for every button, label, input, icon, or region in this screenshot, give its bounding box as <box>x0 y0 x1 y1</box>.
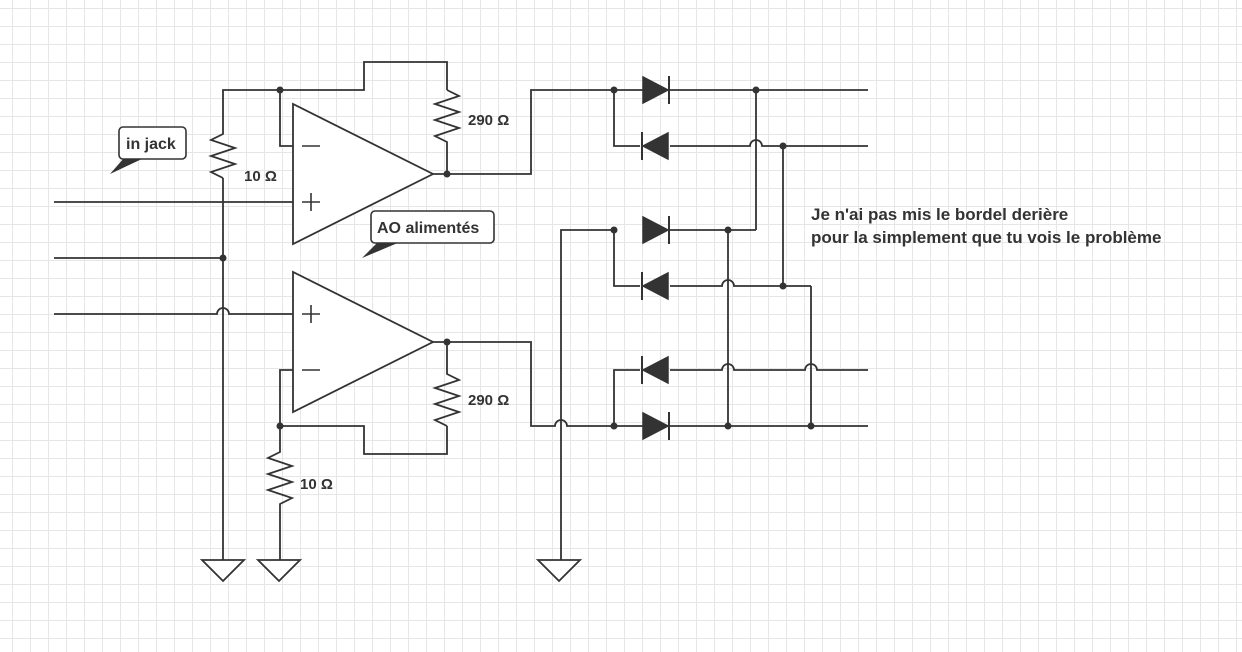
callout-ao-alimentes-text: AO alimentés <box>377 220 479 237</box>
left-ground-rail <box>199 202 247 583</box>
resistor-290-ohm-bottom <box>432 342 462 427</box>
annotation-line-1: Je n'ai pas mis le bordel derière <box>811 205 1069 224</box>
diode-5 <box>641 355 669 385</box>
resistor-10-ohm-top <box>208 89 280 179</box>
diode-2 <box>641 131 669 161</box>
label-290-ohm-top: 290 Ω <box>468 112 509 129</box>
top-opamp-stage <box>208 61 670 246</box>
ground-symbol-left <box>199 559 247 583</box>
annotation-note: Je n'ai pas mis le bordel derière pour l… <box>811 203 1161 249</box>
diode-6 <box>642 411 670 441</box>
bottom-opamp-stage <box>255 270 670 583</box>
diode-network <box>610 75 868 441</box>
label-10-ohm-bottom: 10 Ω <box>300 476 333 493</box>
callout-in-jack[interactable]: in jack <box>110 126 187 174</box>
opamp-bottom <box>292 270 436 414</box>
right-ground-rail <box>535 229 614 583</box>
input-wires <box>54 201 293 315</box>
diode-3 <box>642 215 670 245</box>
callout-in-jack-text: in jack <box>126 136 176 153</box>
output-bus <box>724 86 815 430</box>
ground-symbol-middle <box>255 559 303 583</box>
resistor-290-ohm-top <box>432 89 462 174</box>
ground-symbol-right <box>535 559 583 583</box>
label-10-ohm-top: 10 Ω <box>244 168 277 185</box>
resistor-10-ohm-bottom <box>265 426 295 560</box>
annotation-line-2: pour la simplement que tu vois le problè… <box>811 228 1162 247</box>
diode-4 <box>641 271 669 301</box>
opamp-top <box>292 102 436 246</box>
callout-ao-alimentes[interactable]: AO alimentés <box>362 210 495 258</box>
diode-1 <box>642 75 670 105</box>
label-290-ohm-bottom: 290 Ω <box>468 392 509 409</box>
